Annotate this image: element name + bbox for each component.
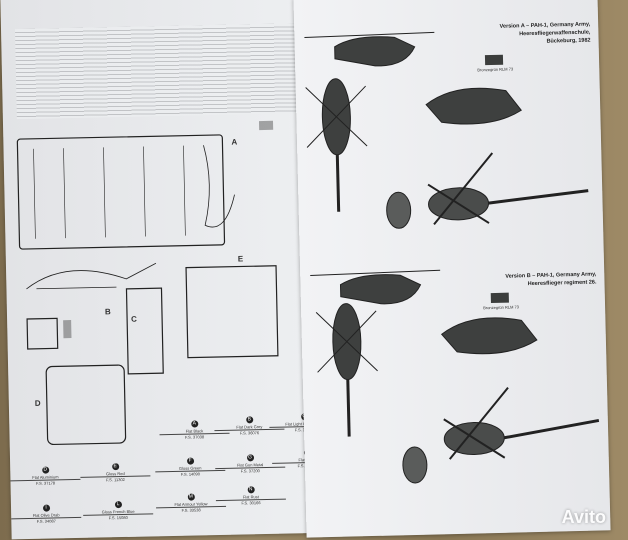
helicopter-views <box>304 31 600 484</box>
sprue-diagrams <box>16 120 279 446</box>
helicopter-side-view-b2 <box>440 317 538 355</box>
sprue-label-e: E <box>237 254 244 264</box>
sprue-frame-e <box>185 265 279 359</box>
sprue-frame-a <box>16 134 226 250</box>
helicopter-side-view-b <box>339 274 422 305</box>
helicopter-side-view-a <box>334 36 416 67</box>
sprue-frame-b <box>125 287 164 375</box>
sprue-label-d: D <box>34 398 41 408</box>
helicopter-side-view-a2 <box>425 87 523 125</box>
sprue-label-b: B <box>104 307 111 317</box>
avito-watermark: Avito <box>561 507 606 527</box>
instruction-sheet-right: Version A – PAH-1, Germany Army, Heeresf… <box>293 0 611 538</box>
sprue-label-c: C <box>131 314 137 324</box>
sprue-frame-d <box>45 364 127 446</box>
sprue-label-a: A <box>231 137 238 147</box>
